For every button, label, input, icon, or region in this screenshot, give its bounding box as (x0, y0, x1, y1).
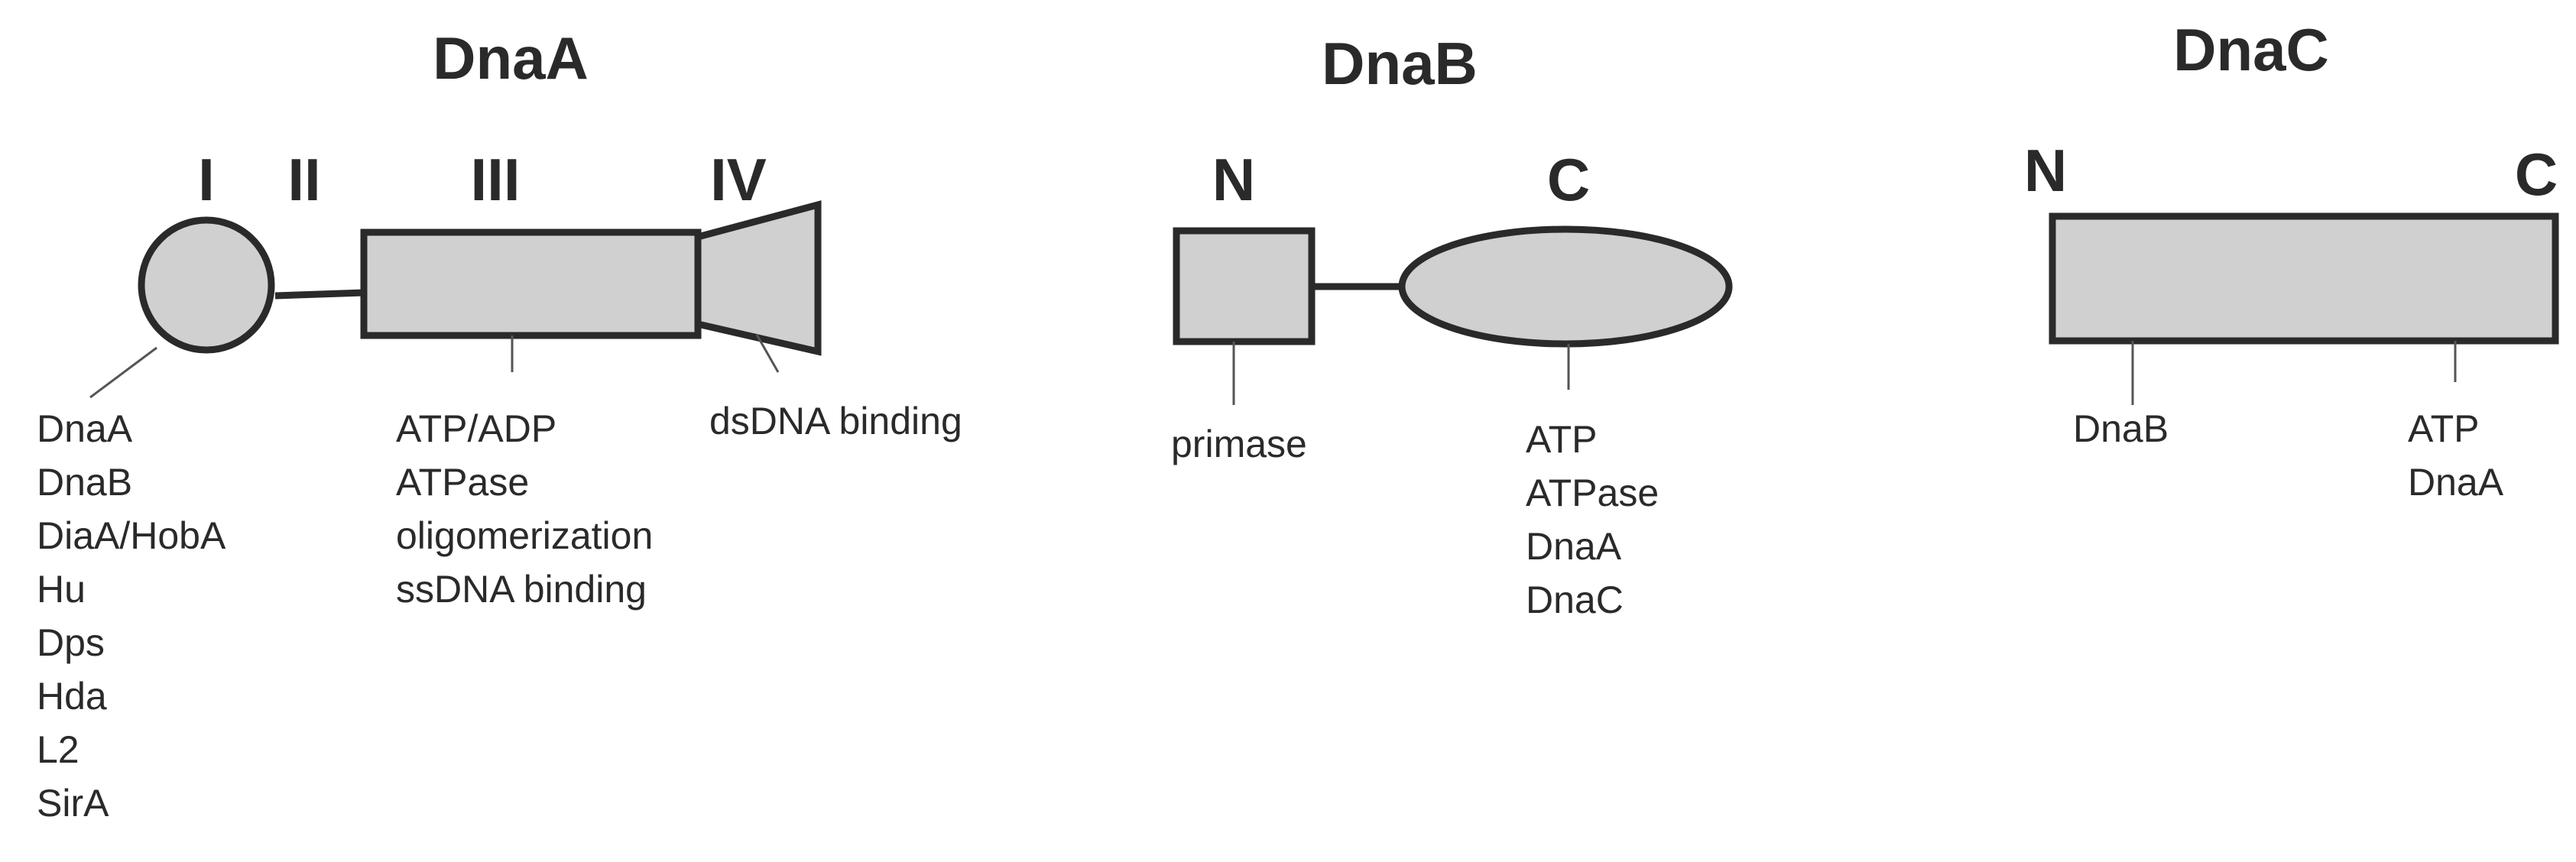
dnaA-domain-III-label: III (470, 146, 520, 213)
dnaA-title: DnaA (433, 24, 589, 92)
dnaB-title: DnaB (1322, 30, 1478, 97)
dnaA-domain-IV-leader (755, 334, 780, 373)
dnaA-function-label: ATP/ADP (396, 407, 556, 450)
dnaA-partner-label: SirA (37, 782, 109, 825)
dnaA-partner-label: DiaA/HobA (37, 514, 226, 557)
dnaC-function-label: DnaA (2408, 461, 2504, 504)
dnaC-left-function-label: DnaB (2073, 407, 2169, 450)
dnaB-c-terminus-label: C (1547, 146, 1590, 213)
dnaA-domain-II-label: II (287, 146, 320, 213)
dnaC-right-label-list: ATP DnaA (2408, 407, 2504, 504)
dnaB-n-terminal-function-label: primase (1171, 423, 1307, 465)
dnaB-function-label: ATP (1526, 418, 1598, 461)
dnaB-c-terminal-ellipse (1398, 225, 1733, 348)
dnaB-n-terminus-label: N (1212, 146, 1255, 213)
dnaA-partner-label: DnaA (37, 407, 133, 450)
dnaA-partner-label: Hda (37, 675, 107, 718)
dnaA-domain-I-label: I (198, 146, 215, 213)
dnaB-c-terminal-label-list: ATP ATPase DnaA DnaC (1526, 418, 1659, 621)
dnaA-domain-III-label-list: ATP/ADP ATPase oligomerization ssDNA bin… (396, 407, 653, 611)
dnaB-function-label: DnaA (1526, 525, 1622, 568)
dnaA-partner-label: DnaB (37, 461, 132, 504)
dnaA-partner-label: L2 (37, 728, 79, 771)
dnaB-function-label: ATPase (1526, 472, 1659, 514)
dnaC-c-terminus-label: C (2515, 141, 2558, 208)
dnaA-linker-domain-II (274, 289, 365, 300)
dnaC-title: DnaC (2173, 16, 2329, 83)
dnaC-protein-box (2049, 212, 2559, 345)
dnaA-function-label: ssDNA binding (396, 568, 647, 611)
dnaC-function-label: ATP (2408, 407, 2480, 450)
dnaA-domain-IV-label: IV (710, 146, 767, 213)
dnaA-domain-III-box (360, 228, 702, 339)
dnaA-partner-label: Hu (37, 568, 86, 611)
dnaA-function-label: ATPase (396, 461, 529, 504)
dnaB-function-label: DnaC (1526, 578, 1624, 621)
dnaA-function-label: oligomerization (396, 514, 653, 557)
dnaA-partner-label: Dps (37, 621, 105, 664)
dnaA-domain-I-leader (89, 346, 157, 399)
dnaA-domain-I-label-list: DnaA DnaB DiaA/HobA Hu Dps Hda L2 SirA (37, 407, 226, 825)
dnaC-n-terminus-label: N (2024, 137, 2067, 204)
dnaA-domain-I-circle (138, 216, 275, 354)
dnaA-domain-IV-trapezoid (694, 200, 822, 356)
dnaA-domain-IV-function-label: dsDNA binding (709, 400, 962, 442)
dnaB-n-terminal-box (1173, 227, 1316, 345)
